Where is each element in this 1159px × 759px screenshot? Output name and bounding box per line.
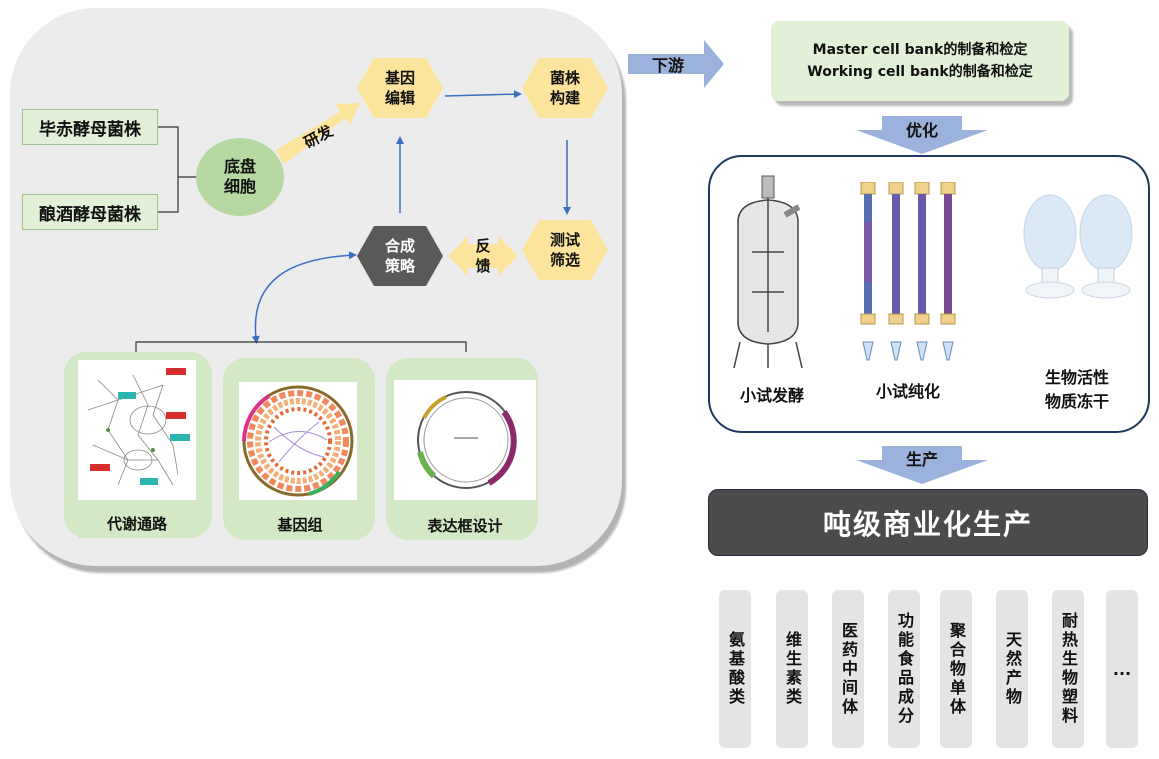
- product-pharma-intermediates: 医药中间体: [832, 590, 864, 748]
- freeze-dry-line-1: 生物活性: [1044, 368, 1109, 387]
- product-polymer-monomers: 聚合物单体: [940, 590, 972, 748]
- research-arrow: [276, 103, 360, 164]
- expression-cassette-image: [394, 380, 536, 500]
- chassis-label-1: 底盘: [223, 157, 256, 176]
- optimize-arrow: [856, 116, 988, 154]
- strain-build-hexagon: [522, 58, 608, 118]
- synthesis-strategy-hexagon: [357, 226, 443, 286]
- produce-label: 生产: [905, 450, 938, 469]
- purification-columns-icon: [860, 182, 956, 361]
- genome-image: [239, 382, 357, 500]
- strain-pichia: 毕赤酵母菌株: [22, 109, 158, 145]
- product-functional-food: 功能食品成分: [888, 590, 920, 748]
- downstream-label: 下游: [651, 56, 684, 75]
- fermenter-icon: [733, 175, 803, 369]
- metabolic-pathway-label: 代谢通路: [78, 508, 196, 538]
- master-cell-bank-text: Master cell bank的制备和检定: [812, 42, 1028, 58]
- produce-arrow: [856, 446, 988, 484]
- strain-saccharomyces: 酿酒酵母菌株: [22, 194, 158, 230]
- chassis-label-2: 细胞: [223, 177, 256, 196]
- expression-cassette-label: 表达框设计: [406, 510, 524, 540]
- product-more: ...: [1106, 590, 1138, 748]
- commercial-production-bar: 吨级商业化生产: [708, 489, 1148, 556]
- strain-bracket: [158, 126, 200, 213]
- feedback-arrow: [448, 236, 518, 276]
- pathway-network-icon: [87, 368, 190, 486]
- genome-circos-icon: [242, 385, 354, 497]
- freeze-dry-label: 生物活性 物质冻干: [1022, 366, 1132, 414]
- chassis-cell-node: 底盘 细胞: [196, 138, 284, 216]
- genome-label: 基因组: [246, 508, 354, 540]
- product-bioplastics: 耐热生物塑料: [1052, 590, 1084, 748]
- product-amino-acids: 氨基酸类: [719, 590, 751, 748]
- test-screen-hexagon: [522, 220, 608, 280]
- gene-edit-hexagon: [357, 58, 443, 118]
- plasmid-map-icon: [417, 391, 517, 489]
- downstream-arrow: [628, 40, 724, 88]
- optimize-label: 优化: [905, 121, 938, 140]
- freeze-dry-line-2: 物质冻干: [1044, 392, 1109, 411]
- freeze-dried-vials-icon: [1023, 194, 1133, 299]
- cell-bank-box: Master cell bank的制备和检定 Working cell bank…: [771, 21, 1069, 101]
- metabolic-pathway-image: [78, 360, 196, 500]
- pilot-purification-label: 小试纯化: [875, 382, 940, 401]
- product-natural-products: 天然产物: [996, 590, 1028, 748]
- pilot-fermentation-label: 小试发酵: [739, 386, 804, 405]
- product-vitamins: 维生素类: [776, 590, 808, 748]
- working-cell-bank-text: Working cell bank的制备和检定: [807, 64, 1033, 80]
